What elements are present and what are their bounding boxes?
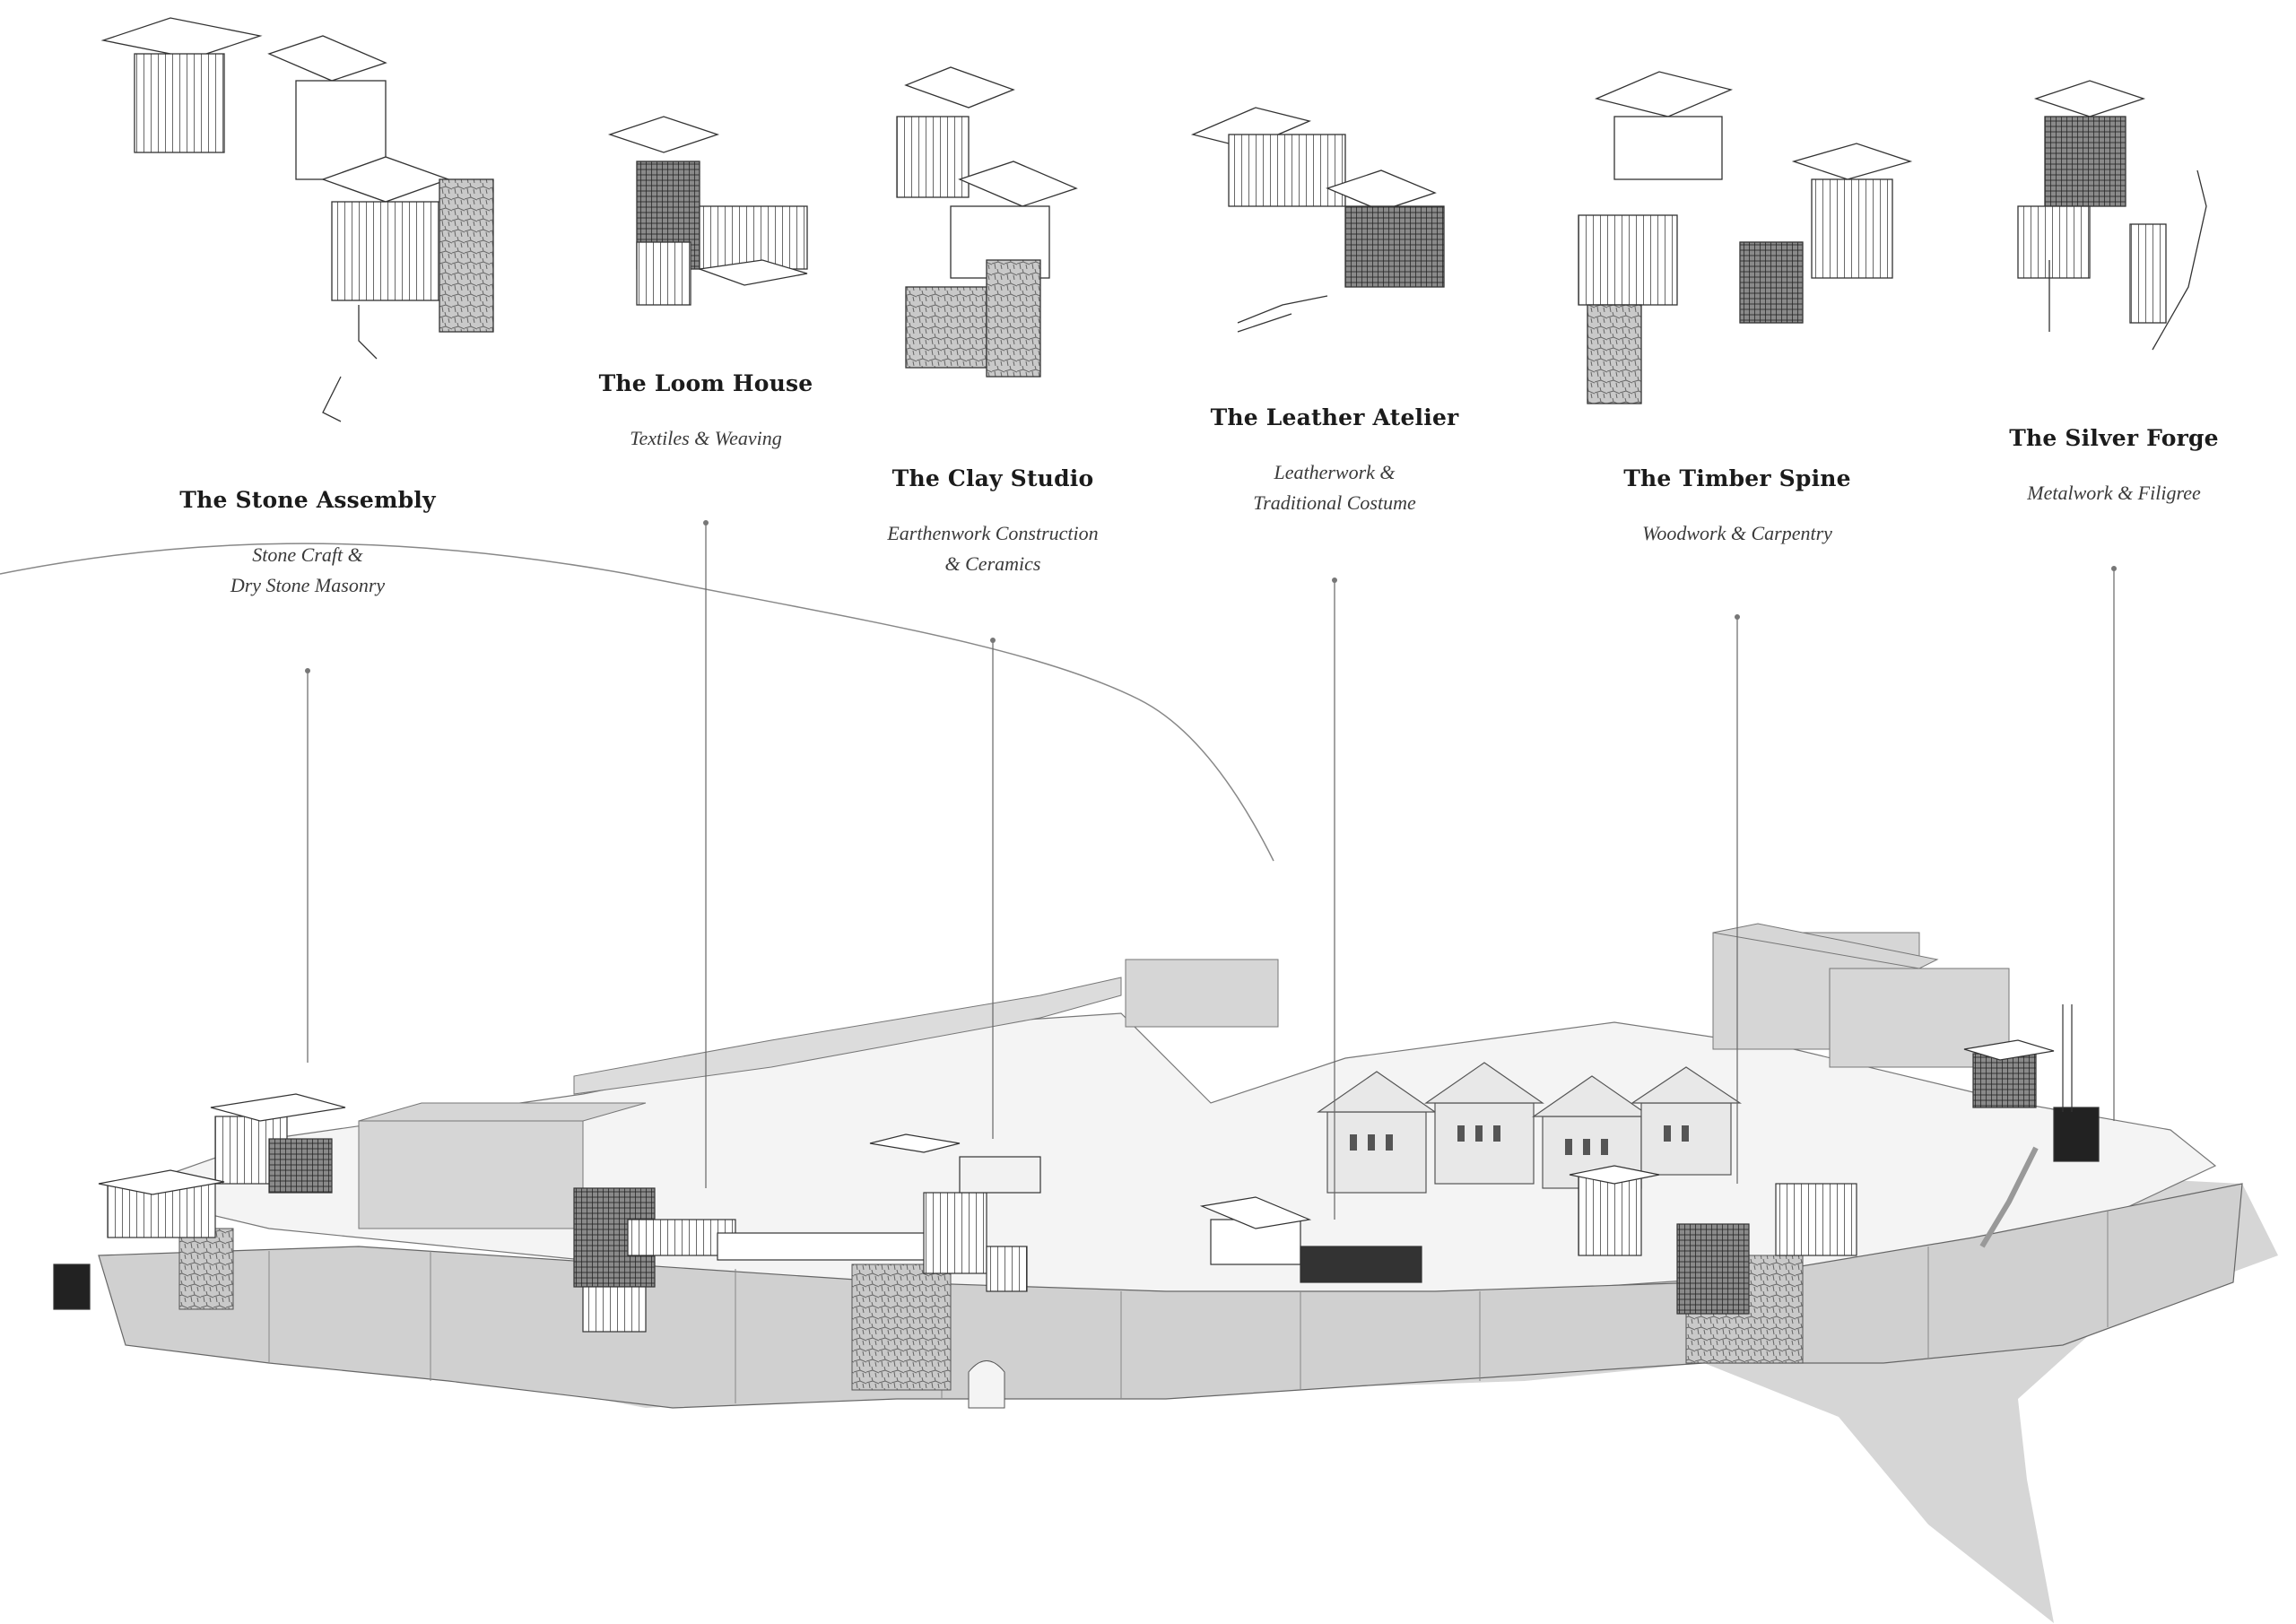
workshop-title: The Loom House [598,370,813,396]
workshop-title: The Leather Atelier [1210,404,1459,430]
label-loom-house: The Loom House Textiles & Weaving [473,370,939,454]
workshop-title: The Clay Studio [891,465,1094,491]
workshop-title: The Silver Forge [2009,425,2219,451]
back-wall [573,977,1122,1095]
exploded-timber-spine [1578,71,1913,404]
leader-pin [2111,566,2117,571]
leader-pin [703,520,709,525]
subtitle-line: Dry Stone Masonry [230,574,386,596]
exploded-clay-studio [896,66,1078,378]
leader-pin [1332,578,1337,583]
workshop-subtitle: Earthenwork Construction & Ceramics [760,518,1226,579]
workshop-subtitle: Leatherwork & Traditional Costume [1101,457,1568,518]
central-houses [1317,1062,1742,1194]
leader-pin [990,638,996,643]
exploded-stone-assembly [100,17,494,422]
label-stone-assembly: The Stone Assembly Stone Craft & Dry Sto… [74,487,541,601]
subtitle-line: Metalwork & Filigree [2027,482,2201,504]
workshop-subtitle: Metalwork & Filigree [1881,478,2296,508]
subtitle-line: Woodwork & Carpentry [1642,522,1832,544]
workshop-subtitle: Textiles & Weaving [473,423,939,454]
subtitle-line: Traditional Costume [1253,491,1416,514]
label-clay-studio: The Clay Studio Earthenwork Construction… [760,465,1226,579]
subtitle-line: Leatherwork & [1274,461,1396,483]
subtitle-line: & Ceramics [944,552,1041,575]
subtitle-line: Earthenwork Construction [887,522,1099,544]
site-workshops [53,1004,2100,1333]
subtitle-line: Stone Craft & [252,543,363,566]
terrain-contour [0,543,1274,862]
workshop-title: The Stone Assembly [179,487,436,513]
leader-lines [307,523,2115,1220]
label-timber-spine: The Timber Spine Woodwork & Carpentry [1504,465,1970,549]
exploded-silver-forge [2017,80,2207,351]
leader-pin [305,668,310,673]
workshop-title: The Timber Spine [1623,465,1851,491]
workshop-subtitle: Stone Craft & Dry Stone Masonry [74,540,541,601]
label-leather-atelier: The Leather Atelier Leatherwork & Tradit… [1101,404,1568,518]
workshop-subtitle: Woodwork & Carpentry [1504,518,1970,549]
exploded-leather-atelier [1190,107,1445,333]
subtitle-line: Textiles & Weaving [630,427,782,449]
label-silver-forge: The Silver Forge Metalwork & Filigree [1881,425,2296,508]
exploded-loom-house [607,116,808,306]
leader-pin [1735,614,1740,620]
